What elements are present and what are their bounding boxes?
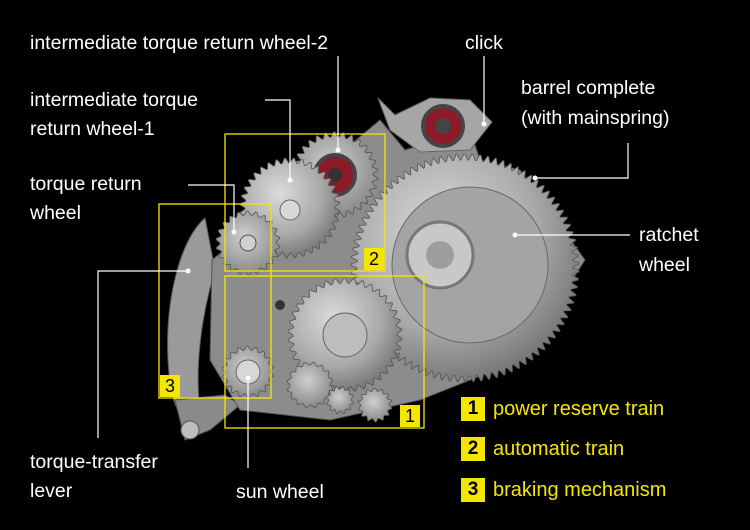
leader-dots: [185, 121, 538, 381]
legend-badge-2: 2: [461, 437, 485, 461]
leader-lines: [97, 56, 630, 468]
train-box-3: [158, 203, 272, 399]
legend-item-1: 1 power reserve train: [461, 397, 664, 421]
small-wheel-3-shape: [325, 385, 355, 415]
label-ratchet-line1: ratchet: [639, 224, 699, 246]
label-sun-wheel: sun wheel: [236, 481, 324, 503]
wheel-2-jewel-hole: [328, 168, 342, 182]
train-box-1: [224, 275, 425, 429]
torque-transfer-lever-shape: [167, 217, 216, 421]
box-3-tag: 3: [160, 375, 180, 397]
train-box-2: [224, 133, 386, 272]
w6-teeth: [357, 387, 393, 423]
screw-hole: [275, 300, 285, 310]
label-intermediate-wheel-1-line1: intermediate torque: [30, 89, 199, 111]
box-2-tag: 2: [364, 248, 384, 270]
label-ratchet-line2: wheel: [639, 254, 690, 276]
torque-return-center: [239, 234, 257, 252]
label-torque-return-line1: torque return: [30, 173, 142, 195]
label-barrel-line2: (with mainspring): [521, 107, 670, 129]
w7-teeth: [325, 385, 355, 415]
legend-badge-3: 3: [461, 478, 485, 502]
center-wheel-hub: [322, 312, 368, 358]
label-transfer-lever-line1: torque-transfer: [30, 451, 158, 473]
label-torque-return-line2: wheel: [30, 202, 81, 224]
label-intermediate-wheel-1-line2: return wheel-1: [30, 118, 155, 140]
w5-teeth: [286, 361, 334, 409]
barrel-arbor-center: [426, 241, 454, 269]
legend-text-2: automatic train: [493, 437, 625, 460]
click-jewel-hole: [435, 118, 451, 134]
legend-item-3: 3 braking mechanism: [461, 478, 666, 502]
label-barrel-line1: barrel complete: [521, 77, 656, 99]
label-intermediate-wheel-2: intermediate torque return wheel-2: [30, 32, 329, 54]
label-click: click: [465, 32, 503, 54]
small-wheel-2-shape: [357, 387, 393, 423]
legend-text-3: braking mechanism: [493, 478, 667, 501]
label-transfer-lever-line2: lever: [30, 480, 73, 502]
legend-text-1: power reserve train: [493, 397, 665, 420]
box-1-tag: 1: [400, 405, 420, 427]
legend-badge-1: 1: [461, 397, 485, 421]
small-wheel-shape: [286, 361, 334, 409]
wheel-1-center: [279, 199, 301, 221]
lever-pivot-screw: [180, 420, 200, 440]
legend-item-2: 2 automatic train: [461, 437, 624, 461]
